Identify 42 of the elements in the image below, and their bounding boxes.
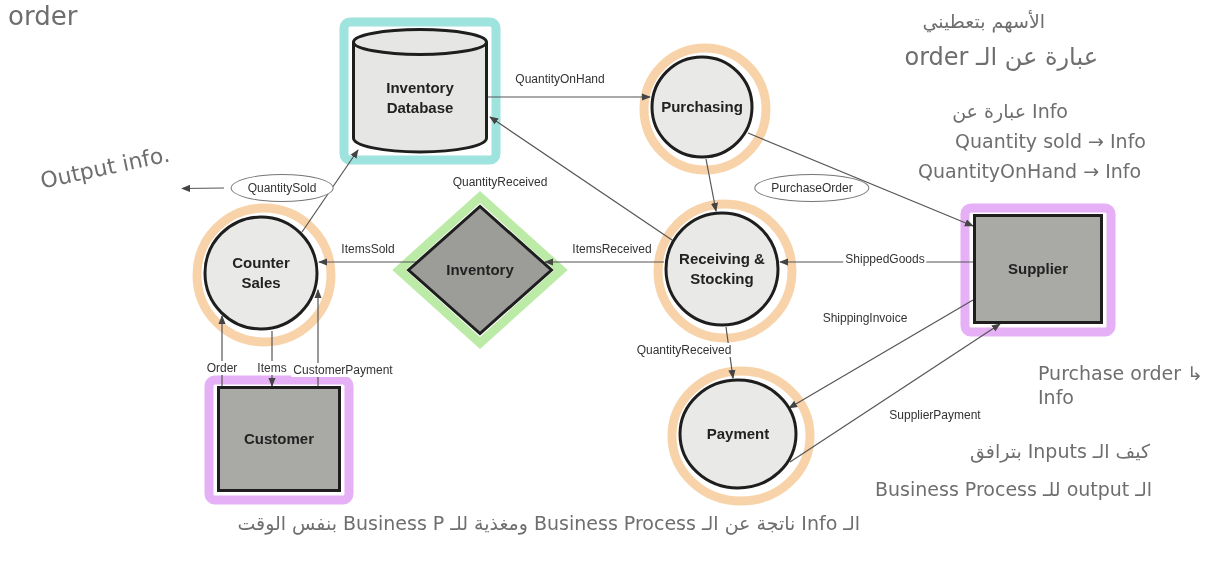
handwritten-note: order: [8, 0, 78, 33]
arrow: [788, 299, 974, 409]
process-circle: Payment: [678, 378, 798, 490]
arrow: [705, 158, 718, 212]
process-circle: Counter Sales: [203, 215, 319, 331]
handwritten-note: كيف الـ Inputs بترافق: [969, 440, 1150, 464]
edge-label: ShippedGoods: [843, 252, 927, 266]
arrow: [301, 149, 359, 233]
arrow: [747, 132, 974, 227]
arrow: [181, 184, 225, 192]
edge-label: Order: [204, 361, 240, 375]
process-circle: Receiving & Stocking: [664, 211, 780, 327]
handwritten-note: Quantity sold → Info: [955, 130, 1146, 154]
process-circle: Purchasing: [650, 55, 754, 159]
edge-label: CustomerPayment: [291, 363, 395, 377]
handwritten-note: QuantityOnHand → Info: [918, 160, 1142, 184]
edge-label: ItemsReceived: [570, 242, 654, 256]
handwritten-note: الأسهم بتعطيني: [922, 10, 1045, 34]
edge-label: QuantitySold: [230, 174, 334, 202]
arrow: [489, 116, 673, 241]
edge-label: SupplierPayment: [887, 408, 983, 422]
edge-label: QuantityOnHand: [513, 72, 607, 86]
entity-square: Supplier: [973, 214, 1103, 324]
edge-label: PurchaseOrder: [754, 174, 870, 202]
handwritten-note: Purchase order ↳ Info: [1038, 362, 1203, 410]
store-diamond: Inventory: [407, 205, 553, 335]
arrow: [789, 323, 1001, 463]
edge-label: QuantityReceived: [450, 175, 550, 189]
handwritten-note: الـ Info ناتجة عن الـ Business Process ومغذية للـ Business P بنفس الوقت: [237, 512, 860, 536]
entity-square: Customer: [217, 386, 341, 492]
note-text: Output info.: [25, 125, 185, 210]
edge-label: Items: [255, 361, 289, 375]
arrow: [487, 93, 651, 101]
handwritten-note: الـ output للـ Business Process: [874, 478, 1152, 502]
handwritten-note: عبارة عن الـ order: [904, 42, 1098, 72]
arrow: [318, 258, 417, 266]
handwritten-note: Info عبارة عن: [952, 100, 1068, 124]
edge-label: ShippingInvoice: [820, 311, 910, 325]
arrow: [544, 258, 665, 266]
database-cylinder: Inventory Database: [352, 28, 488, 152]
edge-label: QuantityReceived: [634, 343, 734, 357]
edge-label: ItemsSold: [339, 242, 397, 256]
